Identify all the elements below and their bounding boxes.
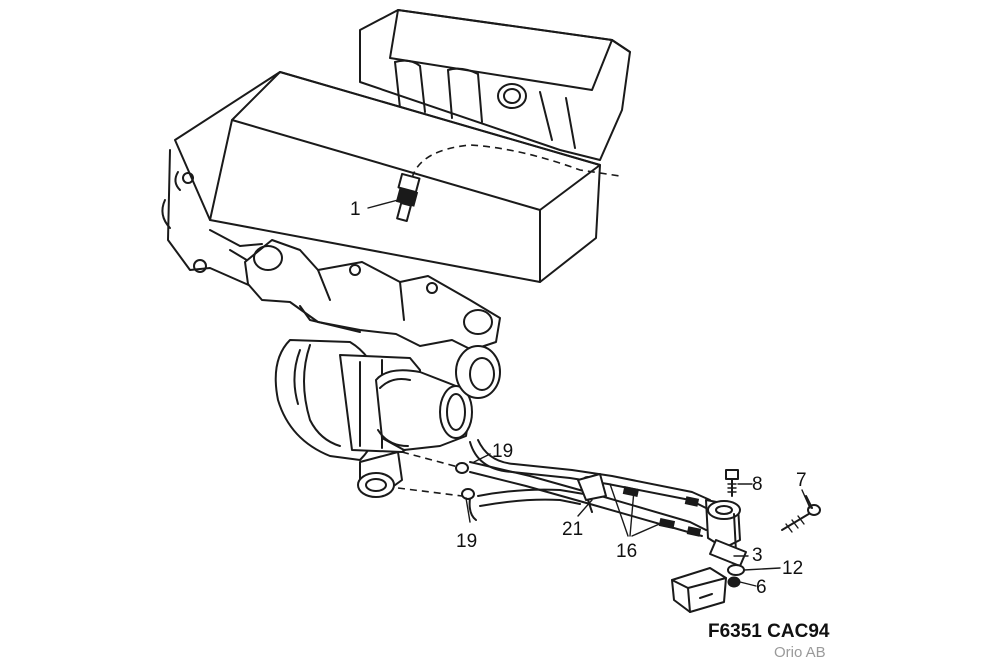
mounting-bracket <box>671 567 727 613</box>
figure-code: F6351 CAC94 <box>708 621 830 642</box>
assembly-line-lower <box>397 487 463 497</box>
leader-lines <box>367 199 811 587</box>
callout-21: 21 <box>562 519 583 540</box>
copyright-credit: Orio AB <box>774 644 826 661</box>
bypass-valve <box>705 499 747 567</box>
t-piece <box>577 473 607 513</box>
callout-16: 16 <box>616 541 637 562</box>
callout-3: 3 <box>752 545 763 566</box>
turbocharger <box>274 339 501 498</box>
washer-nut <box>727 564 745 588</box>
callout-6: 6 <box>756 577 767 598</box>
callout-8: 8 <box>752 474 763 495</box>
intake-manifold <box>359 9 631 161</box>
callout-7: 7 <box>796 470 807 491</box>
callout-12: 12 <box>782 558 803 579</box>
screw <box>725 469 739 497</box>
callout-19-upper: 19 <box>492 441 513 462</box>
stud-bolt <box>781 495 821 533</box>
assembly-line-upper <box>401 451 463 469</box>
valve-cover <box>161 71 601 291</box>
sensor-wire <box>411 144 621 179</box>
callout-1: 1 <box>350 199 361 220</box>
callout-19-lower: 19 <box>456 531 477 552</box>
pressure-sensor <box>395 172 421 223</box>
